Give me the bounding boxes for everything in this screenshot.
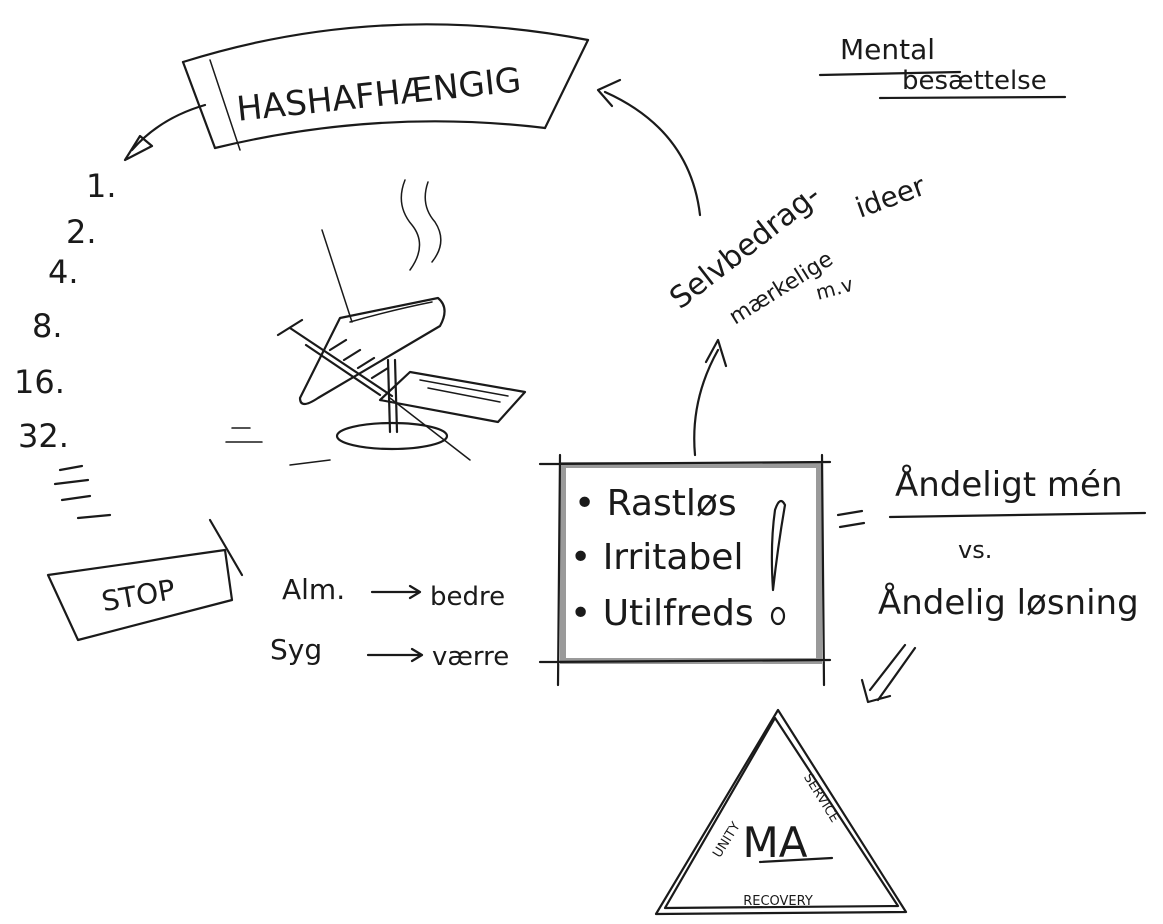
ma-logo-bottom: RECOVERY — [743, 894, 813, 909]
delusion-line2: ideer — [851, 169, 930, 225]
symptom-box-frame — [538, 453, 832, 687]
symptom-3: • Utilfreds — [570, 593, 754, 634]
arrow-into-banner — [596, 78, 622, 108]
symptom-1-text: Rastløs — [606, 483, 737, 524]
symptom-2-text: Irritabel — [602, 537, 744, 578]
mental-underline-1 — [818, 70, 962, 77]
mental-underline-2 — [878, 95, 1067, 100]
equals-sign — [836, 509, 866, 529]
trail-dashes — [53, 464, 112, 520]
count-16: 16. — [14, 363, 65, 401]
spiritual-mid: vs. — [958, 536, 993, 564]
spiritual-bottom: Åndelig løsning — [878, 583, 1139, 623]
title-banner — [181, 23, 590, 151]
count-1: 1. — [86, 167, 117, 205]
comparison-sick-left: Syg — [270, 633, 323, 666]
count-32: 32. — [18, 417, 69, 455]
arrow-up-to-delusion — [693, 338, 728, 457]
cycle-arc-left — [130, 103, 207, 152]
arrow-left — [123, 134, 154, 162]
count-8: 8. — [32, 307, 63, 345]
comparison-normal-right: bedre — [430, 582, 506, 612]
mental-label-line1: Mental — [840, 33, 936, 66]
cycle-arc-right — [603, 90, 702, 217]
mental-label-line2: besættelse — [902, 66, 1047, 96]
comparison-normal-left: Alm. — [282, 573, 346, 606]
drug-paraphernalia-illustration — [225, 179, 527, 466]
stop-sign — [46, 518, 244, 642]
stop-text: STOP — [99, 573, 177, 618]
symptom-2: • Irritabel — [570, 537, 744, 578]
spiritual-underline — [888, 511, 1147, 519]
spiritual-top: Åndeligt mén — [895, 465, 1123, 505]
title-text: HASHAFHÆNGIG — [235, 60, 523, 130]
count-2: 2. — [66, 213, 97, 251]
symptom-3-text: Utilfreds — [602, 593, 754, 634]
comparison-arrows — [366, 584, 424, 663]
count-4: 4. — [48, 253, 79, 291]
ma-logo-center: MA — [743, 818, 808, 867]
ma-logo: MA UNITY SERVICE RECOVERY — [654, 708, 908, 916]
comparison-sick-right: værre — [432, 642, 510, 672]
symptom-1: • Rastløs — [574, 483, 737, 524]
arrow-down-to-logo — [860, 643, 917, 704]
ma-logo-left: UNITY — [710, 820, 743, 861]
